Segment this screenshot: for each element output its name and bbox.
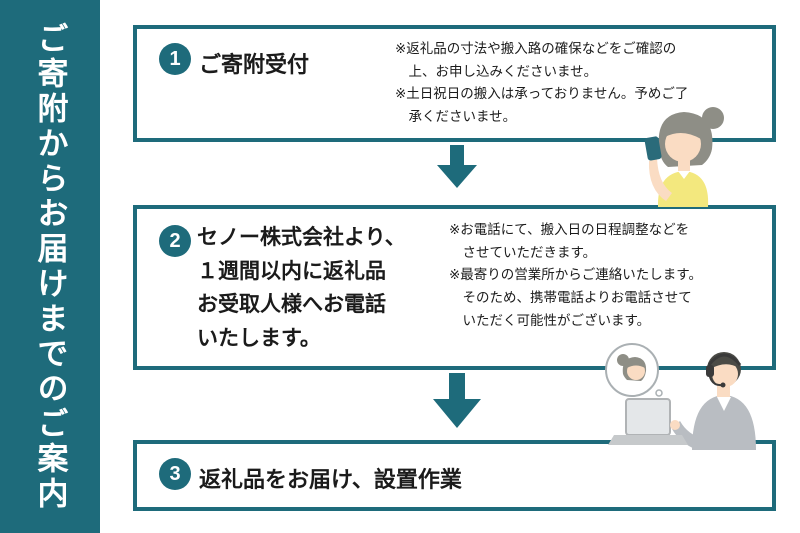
call-center-agent-illustration xyxy=(605,343,756,450)
step-1-number-badge: 1 xyxy=(159,43,191,75)
step-3-number-badge: 3 xyxy=(159,458,191,490)
sidebar: ご寄附からお届けまでのご案内 xyxy=(0,0,100,533)
step-2-title: セノー株式会社より、 １週間以内に返礼品 お受取人様へお電話 いたします。 xyxy=(197,226,406,350)
step-1-notes: ※返礼品の寸法や搬入路の確保などをご確認の 上、お申し込みくださいませ。 ※土日… xyxy=(395,38,770,129)
page-title: ご寄附からお届けまでのご案内 xyxy=(32,21,68,512)
woman-with-phone-illustration xyxy=(644,107,724,207)
note-text: ※最寄りの営業所からご連絡いたします。 そのため、携帯電話よりお電話させて いた… xyxy=(449,267,702,328)
step-1-title: ご寄附受付 xyxy=(199,52,310,77)
note-text: ※返礼品の寸法や搬入路の確保などをご確認の 上、お申し込みくださいませ。 xyxy=(395,41,677,79)
down-arrow-icon xyxy=(437,145,477,188)
down-arrow-icon xyxy=(433,373,481,428)
step-2-box: 2 セノー株式会社より、 １週間以内に返礼品 お受取人様へお電話 いたします。 … xyxy=(133,205,776,370)
step-2-notes: ※お電話にて、搬入日の日程調整などを させていただきます。 ※最寄りの営業所から… xyxy=(449,219,771,332)
note-text: ※お電話にて、搬入日の日程調整などを させていただきます。 xyxy=(449,222,690,260)
step-1-box: 1 ご寄附受付 ※返礼品の寸法や搬入路の確保などをご確認の 上、お申し込みくださ… xyxy=(133,25,776,142)
step-3-title: 返礼品をお届け、設置作業 xyxy=(199,467,462,492)
step-2-number-badge: 2 xyxy=(159,225,191,257)
step-3-box: 3 返礼品をお届け、設置作業 xyxy=(133,440,776,511)
note-text: ※土日祝日の搬入は承っておりません。予めご了 承くださいませ。 xyxy=(395,86,689,125)
